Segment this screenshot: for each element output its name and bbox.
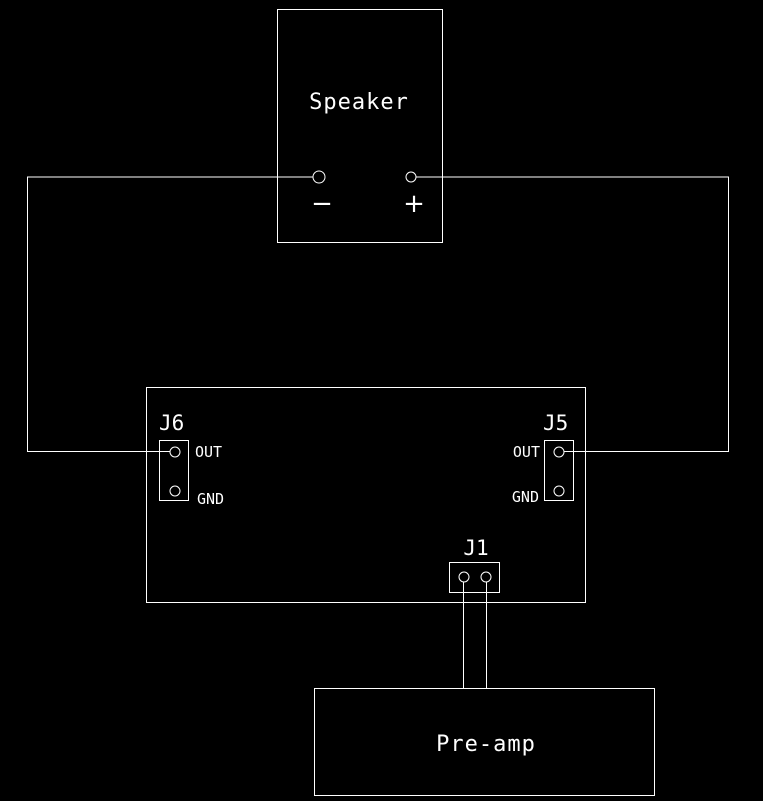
speaker-label: Speaker [309,90,409,115]
j6-gnd-pin [169,485,181,497]
speaker-plus-terminal [405,171,417,183]
j6-out-pin [169,446,181,458]
speaker-minus-terminal [312,170,326,184]
j1-connector [449,562,500,593]
j5-gnd-pin [553,485,565,497]
j5-out-label: OUT [513,443,540,461]
j5-gnd-label: GND [512,488,539,506]
wire-speaker-minus-to-j6-out [27,176,313,452]
j6-out-label: OUT [195,443,222,461]
j5-connector [544,440,574,501]
j1-label: J1 [463,536,488,560]
j1-pin-1 [458,571,470,583]
wire-speaker-plus-to-j5-out [416,176,729,452]
speaker-plus-sign: + [403,189,425,219]
j6-connector [159,440,189,501]
speaker-box [277,9,443,243]
j6-label: J6 [159,411,184,435]
amplifier-board [146,387,586,603]
preamp-box [314,688,655,796]
preamp-label: Pre-amp [436,732,536,757]
j5-label: J5 [543,411,568,435]
j6-gnd-label: GND [197,490,224,508]
j1-pin-2 [480,571,492,583]
j5-out-pin [553,446,565,458]
speaker-minus-sign: − [311,189,333,219]
